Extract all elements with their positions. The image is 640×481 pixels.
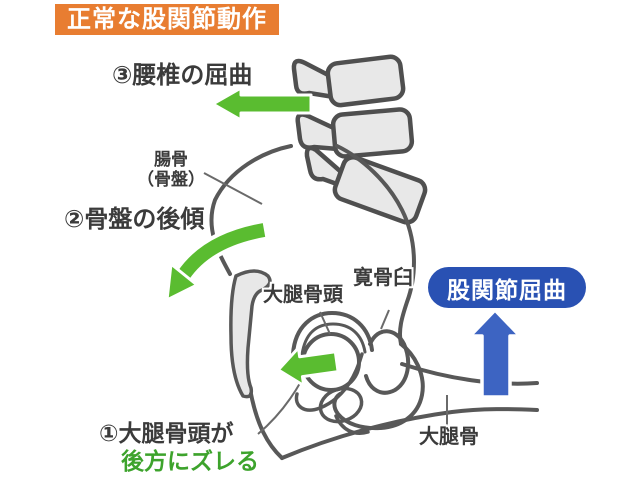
label-ilium-line2: （骨盤） (137, 169, 205, 189)
label-step3-lumbar-flexion: ③腰椎の屈曲 (112, 62, 253, 89)
lumbar-vertebrae (291, 54, 428, 225)
diagram-title-banner: 正常な股関節動作 (55, 4, 279, 35)
acetabulum-inner-arc (300, 322, 367, 357)
ilium-left-edge (209, 144, 293, 276)
hip-flexion-arrow-icon (468, 308, 522, 399)
femur-bottom-line (280, 407, 539, 460)
vertebra-body-1 (325, 54, 406, 108)
label-step1-line2: 後方にズレる (121, 448, 259, 474)
leader-acetabulum (380, 309, 390, 330)
label-ilium: 腸骨 （骨盤） (128, 150, 214, 189)
hip-flexion-badge: 股関節屈曲 (428, 267, 586, 308)
label-acetabulum: 寛骨臼 (353, 267, 413, 289)
label-femur: 大腿骨 (419, 426, 479, 448)
greater-trochanter (364, 329, 411, 395)
leader-ilium (203, 172, 263, 205)
ischium-bone (229, 269, 272, 399)
vertebra-body-2 (330, 107, 415, 159)
leader-femoral-head (319, 311, 331, 335)
intertrochanteric-line (294, 352, 364, 412)
femoral-head-shift-arrow-icon (276, 346, 340, 388)
label-step1-line1: ①大腿骨頭が (99, 420, 234, 446)
pelvic-tilt-arrow-head (165, 262, 199, 302)
pelvic-tilt-arrow-icon (165, 219, 275, 302)
acetabulum-outer-arc (291, 310, 374, 356)
vertebra-body-sacrum (332, 154, 428, 225)
label-step2-pelvic-tilt: ②骨盤の後傾 (64, 206, 205, 233)
femur-top-line (400, 362, 539, 386)
label-ilium-line1: 腸骨 (154, 150, 188, 169)
pelvic-tilt-arrow-body (177, 223, 266, 281)
ischium-loop (332, 342, 425, 431)
femur-shaft (249, 362, 539, 460)
femur-left-connector (249, 392, 284, 460)
lumbar-flexion-arrow-icon (211, 86, 313, 122)
ilium-right-edge (335, 144, 416, 346)
lesser-trochanter (334, 414, 370, 435)
label-femoral-head: 大腿骨頭 (263, 284, 343, 306)
